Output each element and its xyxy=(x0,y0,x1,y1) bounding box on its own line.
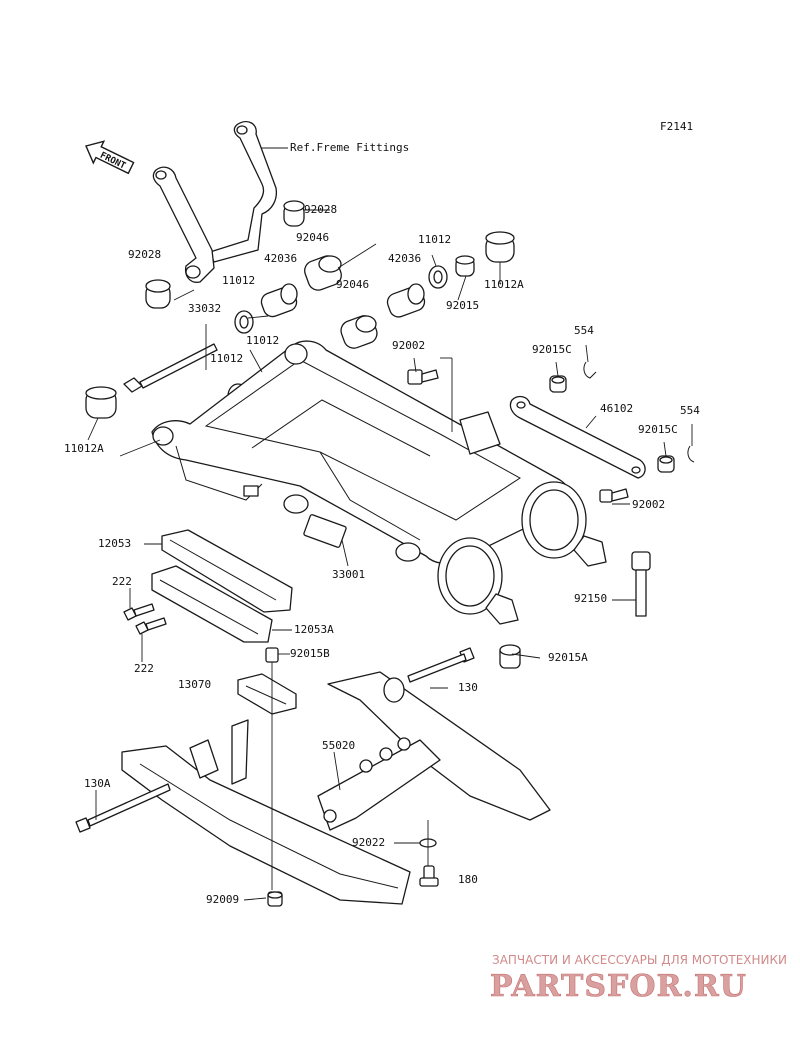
nut-92015B xyxy=(265,647,279,663)
sleeve-42036-left xyxy=(260,283,298,318)
part-number-label: 92015C xyxy=(532,343,572,356)
part-number-label: 92046 xyxy=(336,278,369,291)
part-number-label: 12053 xyxy=(98,537,131,550)
oil-seal-11012-left xyxy=(234,310,254,334)
part-number-label: 11012A xyxy=(484,278,524,291)
pivot-shaft-33032 xyxy=(123,343,218,393)
part-number-label: 554 xyxy=(574,324,594,337)
chain-cover-lower xyxy=(121,719,411,905)
cap-11012A-left xyxy=(85,386,117,419)
part-number-label: 33001 xyxy=(332,568,365,581)
part-number-label: 42036 xyxy=(264,252,297,265)
chain-case-55020 xyxy=(317,671,551,831)
part-number-label: 92002 xyxy=(392,339,425,352)
part-number-label: 222 xyxy=(112,575,132,588)
pivot-collar-92028-upper xyxy=(283,200,305,227)
ref-note: Ref.Freme Fittings xyxy=(290,141,409,154)
nut-92009 xyxy=(267,891,283,907)
part-number-label: 554 xyxy=(680,404,700,417)
part-number-label: 42036 xyxy=(388,252,421,265)
part-number-labels: 92028 92028 92046 42036 11012 42036 11012 92046… xyxy=(64,203,700,906)
part-number-label: 92046 xyxy=(296,231,329,244)
part-number-label: 92015B xyxy=(290,647,330,660)
part-number-label: 11012 xyxy=(222,274,255,287)
axle-clamp-right xyxy=(521,481,607,567)
screw-222-lower xyxy=(135,617,167,635)
part-number-label: 11012 xyxy=(210,352,243,365)
bolt-130 xyxy=(407,647,475,683)
part-number-label: 222 xyxy=(134,662,154,675)
cap-11012A-right xyxy=(485,231,515,263)
part-number-label: 180 xyxy=(458,873,478,886)
chain-slider-13070 xyxy=(237,673,297,715)
torque-link-46102 xyxy=(509,395,646,479)
part-number-label: 12053A xyxy=(294,623,334,636)
bolt-180 xyxy=(419,865,439,887)
part-number-label: 46102 xyxy=(600,402,633,415)
part-number-label: 55020 xyxy=(322,739,355,752)
part-number-label: 11012A xyxy=(64,442,104,455)
part-number-label: 92002 xyxy=(632,498,665,511)
bolt-130A xyxy=(75,783,171,833)
part-number-label: 92150 xyxy=(574,592,607,605)
frame-fitting-bracket xyxy=(152,120,278,283)
part-number-label: 33032 xyxy=(188,302,221,315)
part-number-label: 11012 xyxy=(246,334,279,347)
screw-222-upper xyxy=(123,603,155,621)
needle-bearing-92046-lower xyxy=(340,315,378,349)
figure-code: F2141 xyxy=(660,120,693,133)
cotter-pin-554-lower-icon xyxy=(687,445,695,463)
pivot-collar-92028-lower xyxy=(145,279,171,309)
oil-seal-11012-upper-right xyxy=(428,265,448,289)
part-number-label: 130A xyxy=(84,777,111,790)
bolt-92002-lower xyxy=(599,488,629,503)
cotter-pin-554-upper-icon xyxy=(583,361,597,379)
part-number-label: 13070 xyxy=(178,678,211,691)
nut-92015C-upper xyxy=(549,375,567,393)
axle-clamp-left xyxy=(437,537,519,625)
chain-guide-12053A xyxy=(151,565,273,643)
bolt-92150 xyxy=(631,551,651,617)
part-number-label: 92009 xyxy=(206,893,239,906)
chain-guide-12053 xyxy=(161,529,293,613)
sleeve-42036-right xyxy=(386,283,426,318)
part-number-label: 92015C xyxy=(638,423,678,436)
part-number-label: 92028 xyxy=(304,203,337,216)
front-arrow-icon: FRONT xyxy=(85,140,135,175)
part-number-label: 92028 xyxy=(128,248,161,261)
bolt-92002-upper xyxy=(407,369,439,385)
leader-lines xyxy=(87,254,693,901)
watermark-caption: ЗАПЧАСТИ И АКСЕССУАРЫ ДЛЯ МОТОТЕХНИКИ xyxy=(492,953,787,967)
part-number-label: 92015A xyxy=(548,651,588,664)
part-number-label: 130 xyxy=(458,681,478,694)
collar-92015 xyxy=(455,255,475,277)
nut-92015A xyxy=(499,644,521,669)
swing-arm-33001 xyxy=(151,340,572,565)
nut-92015C-lower xyxy=(657,455,675,473)
part-number-label: 92015 xyxy=(446,299,479,312)
part-number-label: 11012 xyxy=(418,233,451,246)
part-number-label: 92022 xyxy=(352,836,385,849)
watermark-logo: PARTSFOR.RU xyxy=(490,969,747,1004)
